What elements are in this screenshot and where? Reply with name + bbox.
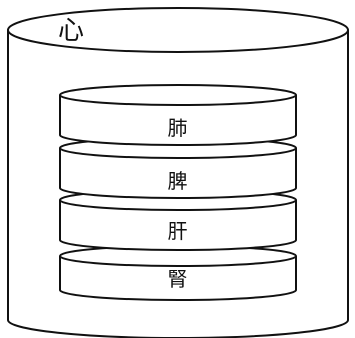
- disc-lung: [59, 84, 297, 146]
- disc-label-spleen: 脾: [167, 169, 188, 193]
- outer-cylinder: [7, 7, 349, 338]
- disc-label-kidney: 腎: [167, 267, 188, 291]
- disc-label-liver: 肝: [167, 219, 188, 243]
- outer-cylinder-body: [7, 30, 349, 338]
- outer-cylinder-top: [7, 7, 349, 53]
- outer-label: 心: [58, 16, 85, 46]
- disc-kidney: [59, 245, 297, 301]
- disc-label-lung: 肺: [167, 116, 188, 140]
